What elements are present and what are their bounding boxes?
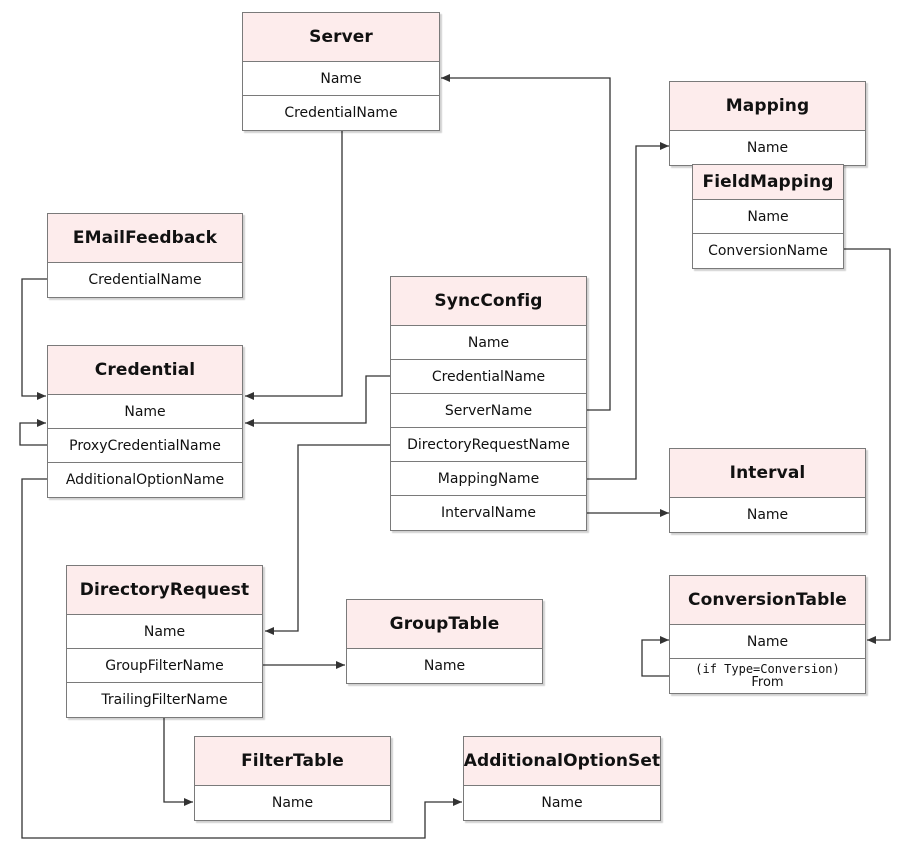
field-proxy-credential-name: ProxyCredentialName bbox=[48, 429, 242, 463]
field-mapping-name: MappingName bbox=[391, 462, 586, 496]
field-credential-name: CredentialName bbox=[88, 272, 202, 288]
field-trailing-filter-name: TrailingFilterName bbox=[101, 692, 228, 708]
field-credential-name: CredentialName bbox=[391, 360, 586, 394]
field-credential-name: CredentialName bbox=[284, 105, 398, 121]
entity-title: SyncConfig bbox=[391, 277, 586, 326]
connector-directoryrequest-filtertable bbox=[163, 716, 193, 806]
connector-syncconfig-directoryrequest bbox=[265, 444, 391, 635]
connector-emailfeedback-credential bbox=[21, 278, 48, 400]
entity-grouptable[interactable]: GroupTable Name bbox=[346, 599, 543, 684]
field-group-filter-name: GroupFilterName bbox=[67, 649, 262, 683]
connector-credential-additionaloptionset bbox=[21, 478, 462, 839]
field-name: Name bbox=[670, 625, 865, 659]
entity-credential[interactable]: Credential Name ProxyCredentialName Addi… bbox=[47, 345, 243, 498]
connector-syncconfig-credential bbox=[245, 375, 391, 427]
connector-syncconfig-server bbox=[441, 74, 611, 411]
entity-title: Interval bbox=[670, 449, 865, 498]
entity-fieldmapping[interactable]: FieldMapping Name ConversionName bbox=[692, 164, 844, 269]
field-name: Name bbox=[391, 326, 586, 360]
field-server-name: ServerName bbox=[391, 394, 586, 428]
field-name: Name bbox=[746, 140, 789, 156]
field-name: Name bbox=[48, 395, 242, 429]
field-note-condition: (if Type=Conversion) bbox=[695, 662, 840, 676]
connector-conversiontable-self bbox=[641, 636, 671, 677]
field-name: Name bbox=[423, 658, 466, 674]
entity-title: GroupTable bbox=[347, 600, 542, 649]
entity-title: AdditionalOptionSet bbox=[464, 737, 660, 786]
connector-fieldmapping-conversiontable bbox=[843, 248, 891, 644]
connector-syncconfig-mapping bbox=[587, 142, 669, 480]
field-name: Name bbox=[541, 795, 583, 811]
connector-server-credential bbox=[245, 130, 343, 400]
entity-conversiontable[interactable]: ConversionTable Name (if Type=Conversion… bbox=[669, 575, 866, 694]
field-interval-name: IntervalName bbox=[441, 505, 536, 521]
field-name: Name bbox=[271, 795, 314, 811]
entity-title: Mapping bbox=[670, 82, 865, 131]
entity-filtertable[interactable]: FilterTable Name bbox=[194, 736, 391, 821]
entity-title: ConversionTable bbox=[670, 576, 865, 625]
field-from-note: (if Type=Conversion) From bbox=[670, 659, 865, 693]
entity-title: FieldMapping bbox=[693, 165, 843, 200]
field-name: Name bbox=[693, 200, 843, 234]
field-conversion-name: ConversionName bbox=[708, 243, 828, 259]
entity-title: DirectoryRequest bbox=[67, 566, 262, 615]
entity-server[interactable]: Server Name CredentialName bbox=[242, 12, 440, 131]
field-additional-option-name: AdditionalOptionName bbox=[65, 472, 225, 488]
field-name: Name bbox=[746, 507, 789, 523]
entity-title: Server bbox=[243, 13, 439, 62]
entity-directoryrequest[interactable]: DirectoryRequest Name GroupFilterName Tr… bbox=[66, 565, 263, 718]
entity-syncconfig[interactable]: SyncConfig Name CredentialName ServerNam… bbox=[390, 276, 587, 531]
field-note-from: From bbox=[751, 675, 784, 690]
field-name: Name bbox=[67, 615, 262, 649]
entity-mapping[interactable]: Mapping Name bbox=[669, 81, 866, 166]
entity-emailfeedback[interactable]: EMailFeedback CredentialName bbox=[47, 213, 243, 298]
field-name: Name bbox=[243, 62, 439, 96]
entity-title: Credential bbox=[48, 346, 242, 395]
connector-credential-proxy-self bbox=[19, 419, 48, 446]
entity-additionaloptionset[interactable]: AdditionalOptionSet Name bbox=[463, 736, 661, 821]
entity-interval[interactable]: Interval Name bbox=[669, 448, 866, 533]
entity-title: FilterTable bbox=[195, 737, 390, 786]
field-directory-request-name: DirectoryRequestName bbox=[391, 428, 586, 462]
entity-title: EMailFeedback bbox=[48, 214, 242, 263]
